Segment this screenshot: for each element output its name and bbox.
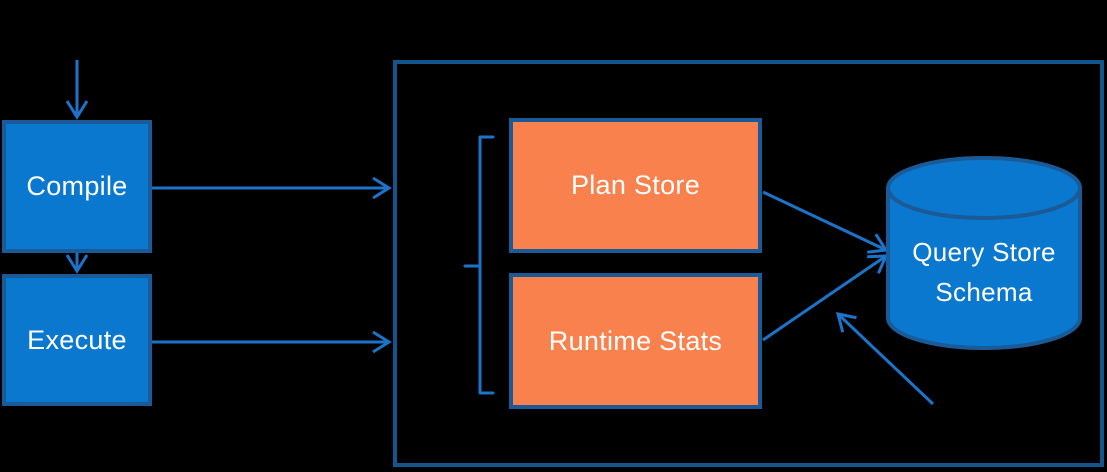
flow-arrow-planstore-to-schema bbox=[762, 190, 889, 254]
query-store-container-box bbox=[393, 60, 1104, 467]
runtime-stats-node: Runtime Stats bbox=[509, 273, 762, 409]
query-store-schema-label-line1: Query Store bbox=[912, 237, 1056, 267]
plan-store-label: Plan Store bbox=[570, 170, 701, 200]
query-store-schema-label: Query Store Schema bbox=[888, 232, 1080, 312]
flow-arrow-runtimestats-to-schema bbox=[762, 254, 889, 342]
flow-arrow-pointer-up-left bbox=[835, 312, 935, 406]
query-store-schema-label-line2: Schema bbox=[935, 277, 1033, 307]
plan-store-node: Plan Store bbox=[509, 118, 762, 253]
compile-label: Compile bbox=[26, 171, 128, 201]
database-cylinder-icon bbox=[886, 156, 1082, 350]
execute-label: Execute bbox=[27, 324, 127, 355]
grouping-bracket-icon bbox=[463, 135, 495, 395]
runtime-stats-label: Runtime Stats bbox=[548, 325, 723, 356]
execute-node: Execute bbox=[2, 274, 152, 406]
compile-node: Compile bbox=[2, 120, 152, 253]
